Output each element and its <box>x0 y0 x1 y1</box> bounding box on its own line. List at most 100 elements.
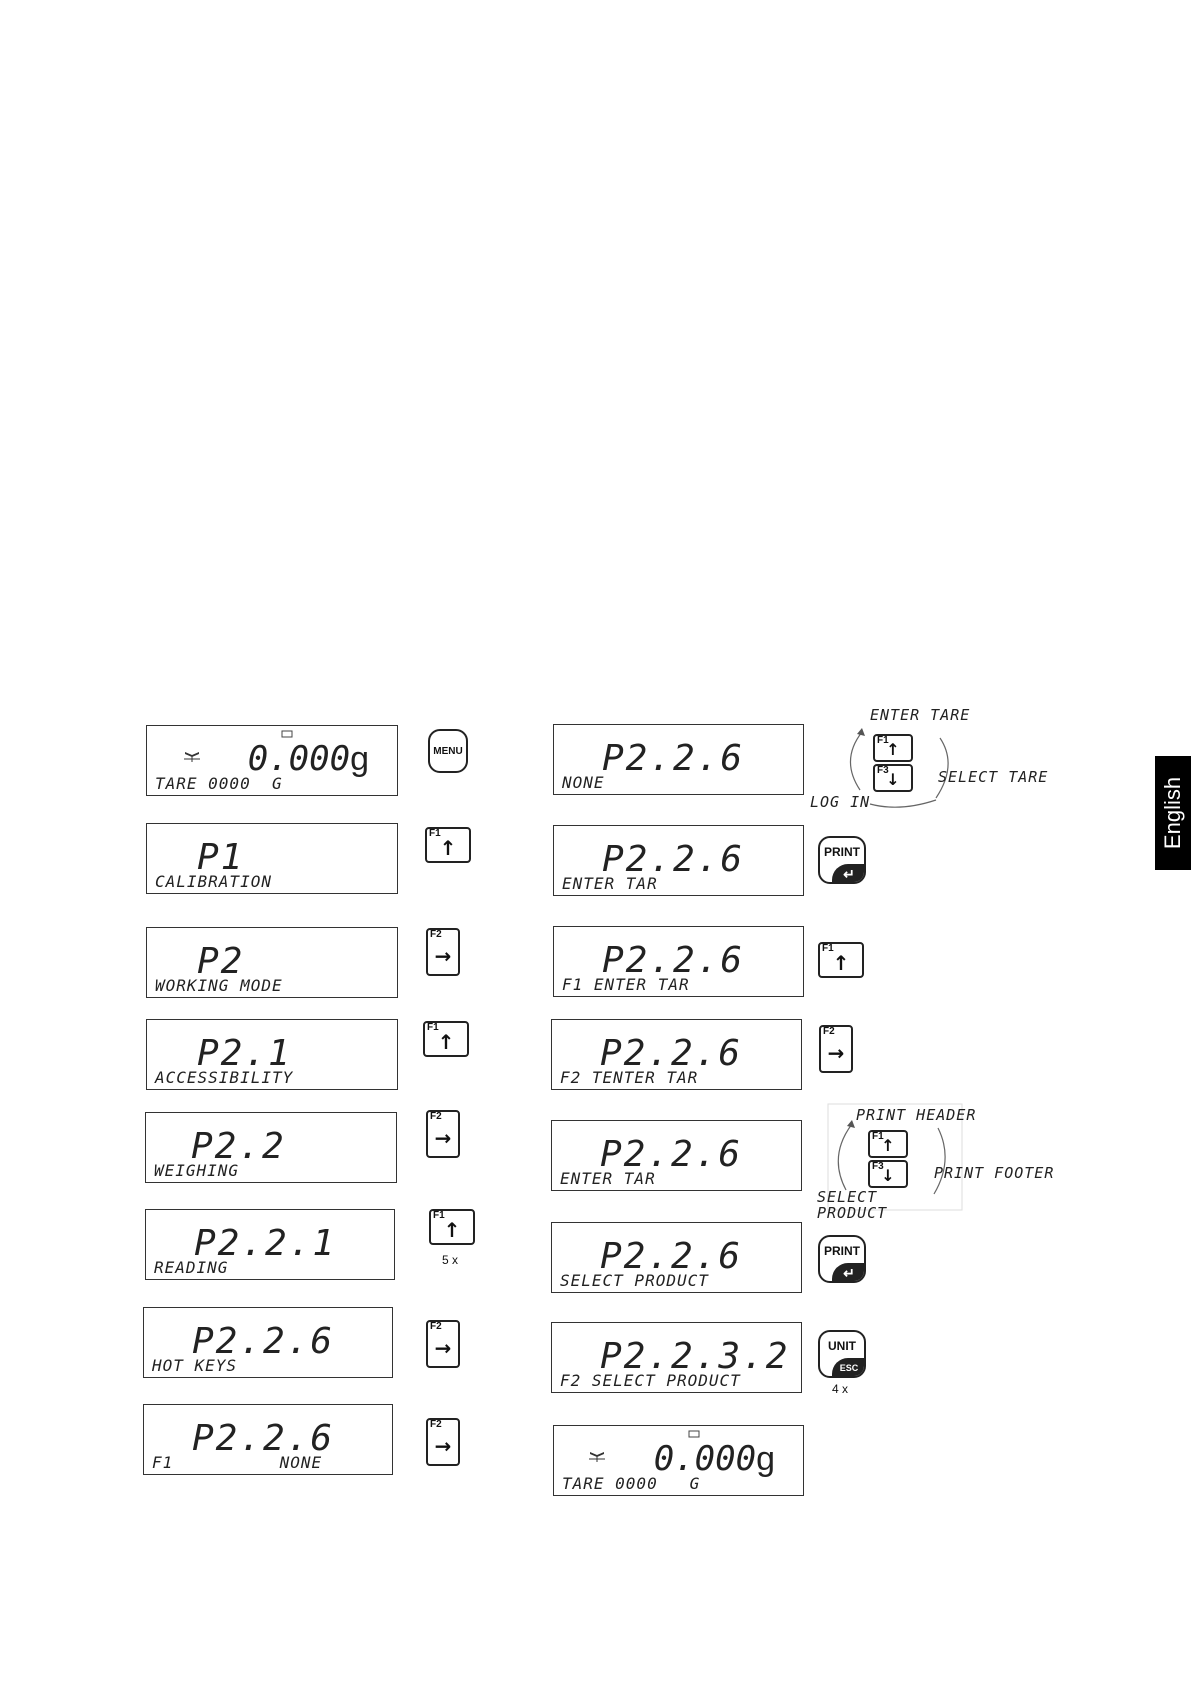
arrow-right-icon: → <box>827 1041 845 1065</box>
display-subtext: ACCESSIBILITY <box>155 1068 294 1087</box>
arrow-right-icon: → <box>434 944 452 968</box>
display-subtext: F2 SELECT PRODUCT <box>560 1371 741 1390</box>
f2-right-key[interactable]: F2 → <box>426 1320 460 1368</box>
f2-label: F2 <box>430 929 442 940</box>
print-label: PRINT <box>824 1244 860 1258</box>
display-code: P2.2.3.2 <box>600 1336 790 1377</box>
print-button[interactable]: PRINT ↵ <box>818 1235 866 1283</box>
stable-icon <box>589 1452 605 1462</box>
display-code: P2.2.6 <box>600 1033 743 1074</box>
display-subtext: HOT KEYS <box>152 1356 238 1375</box>
f1-up-key[interactable]: F1 ↑ <box>423 1021 469 1057</box>
display-p2: P2 WORKING MODE <box>146 927 398 998</box>
f2-right-key[interactable]: F2 → <box>426 928 460 976</box>
arrow-up-icon: ↑ <box>437 1030 455 1054</box>
home-display: 0.000g TARE 0000 G <box>146 725 398 796</box>
option-select-product-line2: PRODUCT <box>817 1204 888 1222</box>
repeat-count: 5 x <box>442 1253 459 1267</box>
display-subtext: ENTER TAR <box>560 1169 656 1188</box>
language-label: English <box>1160 776 1185 850</box>
display-subtext: TARE 0000 G <box>562 1474 701 1493</box>
f1-up-key[interactable]: F1 ↑ <box>873 734 913 762</box>
weight-unit: g <box>756 1440 775 1478</box>
esc-label: ESC <box>832 1358 864 1376</box>
f1-label: F1 <box>822 943 834 954</box>
f2-label: F2 <box>430 1111 442 1122</box>
display-subtext: F1 NONE <box>152 1453 323 1472</box>
display-p2-2-6-hot-keys: P2.2.6 HOT KEYS <box>143 1307 393 1378</box>
print-button[interactable]: PRINT ↵ <box>818 836 866 884</box>
f3-down-key[interactable]: F3 ↓ <box>868 1160 908 1188</box>
option-print-footer: PRINT FOOTER <box>934 1164 1055 1182</box>
enter-icon: ↵ <box>832 864 864 882</box>
f2-label: F2 <box>823 1026 835 1037</box>
display-subtext: TARE 0000 G <box>155 774 283 793</box>
display-p2-2-6-none: P2.2.6 NONE <box>553 724 804 795</box>
display-p2-2-1: P2.2.1 READING <box>145 1209 395 1280</box>
arrow-down-icon: ↓ <box>886 770 900 789</box>
f3-label: F3 <box>877 765 889 776</box>
f1-label: F1 <box>427 1022 439 1033</box>
unit-esc-button[interactable]: UNIT ESC <box>818 1330 866 1378</box>
f2-label: F2 <box>430 1419 442 1430</box>
f1-label: F1 <box>429 828 441 839</box>
cycle-loop-icon <box>849 728 949 808</box>
arrow-up-icon: ↑ <box>886 740 900 759</box>
f2-right-key[interactable]: F2 → <box>819 1025 853 1073</box>
display-p2-2-3-2: P2.2.3.2 F2 SELECT PRODUCT <box>551 1322 802 1393</box>
f1-up-key[interactable]: F1 ↑ <box>429 1209 475 1245</box>
display-code: P2.2.6 <box>602 940 745 981</box>
stable-icon <box>184 752 200 762</box>
arrow-up-icon: ↑ <box>439 836 457 860</box>
display-p2-2-6-select-product: P2.2.6 SELECT PRODUCT <box>551 1222 802 1293</box>
menu-button[interactable]: MENU <box>428 729 468 773</box>
menu-label: MENU <box>433 746 463 757</box>
weight-readout: 0.000g <box>248 742 369 776</box>
weight-value: 0.000 <box>653 1439 757 1479</box>
display-subtext: WORKING MODE <box>155 976 283 995</box>
f1-up-key[interactable]: F1 ↑ <box>818 942 864 978</box>
repeat-count: 4 x <box>832 1382 849 1396</box>
language-tab: English <box>1155 756 1191 870</box>
unit-label: UNIT <box>828 1339 856 1353</box>
f3-label: F3 <box>872 1161 884 1172</box>
display-code: P2.2.6 <box>602 738 745 779</box>
display-code: P2.2.6 <box>192 1418 335 1459</box>
arrow-down-icon: ↓ <box>881 1166 895 1185</box>
display-p2-1: P2.1 ACCESSIBILITY <box>146 1019 398 1090</box>
f1-up-key[interactable]: F1 ↑ <box>868 1130 908 1158</box>
display-subtext: WEIGHING <box>154 1161 240 1180</box>
weight-unit: g <box>350 740 369 778</box>
zero-mark-icon <box>688 1430 700 1438</box>
display-code: P2 <box>197 941 245 982</box>
display-code: P2.2 <box>191 1126 286 1167</box>
enter-icon: ↵ <box>832 1263 864 1281</box>
option-enter-tare: ENTER TARE <box>870 706 971 724</box>
f1-up-key[interactable]: F1 ↑ <box>425 827 471 863</box>
f2-right-key[interactable]: F2 → <box>426 1418 460 1466</box>
option-select-tare: SELECT TARE <box>938 768 1049 786</box>
arrow-up-icon: ↑ <box>832 951 850 975</box>
arrow-right-icon: → <box>434 1126 452 1150</box>
weight-readout: 0.000g <box>654 1442 775 1476</box>
f2-right-key[interactable]: F2 → <box>426 1110 460 1158</box>
arrow-up-icon: ↑ <box>881 1136 895 1155</box>
option-select-product-line1: SELECT <box>817 1188 878 1206</box>
display-code: P2.2.6 <box>602 839 745 880</box>
f3-down-key[interactable]: F3 ↓ <box>873 764 913 792</box>
display-code: P2.2.6 <box>600 1236 743 1277</box>
display-p2-2-6-f1-enter-tar: P2.2.6 F1 ENTER TAR <box>553 926 804 997</box>
f1-label: F1 <box>433 1210 445 1221</box>
display-p2-2-6-enter-tar-2: P2.2.6 ENTER TAR <box>551 1120 802 1191</box>
display-code: P2.2.1 <box>194 1223 337 1264</box>
zero-mark-icon <box>281 730 293 738</box>
display-subtext: READING <box>154 1258 229 1277</box>
display-code: P1 <box>197 837 245 878</box>
display-p2-2-6-f2-tenter-tar: P2.2.6 F2 TENTER TAR <box>551 1019 802 1090</box>
option-log-in: LOG IN <box>810 793 871 811</box>
f1-label: F1 <box>877 735 889 746</box>
display-subtext: SELECT PRODUCT <box>560 1271 709 1290</box>
display-code: P2.1 <box>197 1033 292 1074</box>
display-code: P2.2.6 <box>600 1134 743 1175</box>
cycle-loop-icon <box>827 1103 963 1211</box>
